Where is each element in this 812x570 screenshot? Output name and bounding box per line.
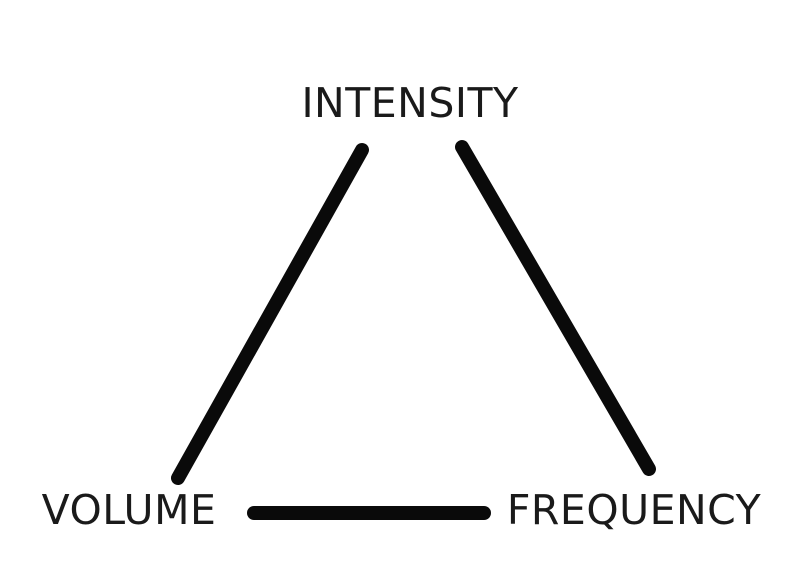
edge-volume-intensity: [171, 143, 369, 485]
node-label-volume: VOLUME: [42, 486, 217, 534]
node-label-intensity: INTENSITY: [301, 79, 519, 127]
node-label-frequency: FREQUENCY: [507, 486, 762, 534]
edge-intensity-frequency: [455, 140, 656, 476]
